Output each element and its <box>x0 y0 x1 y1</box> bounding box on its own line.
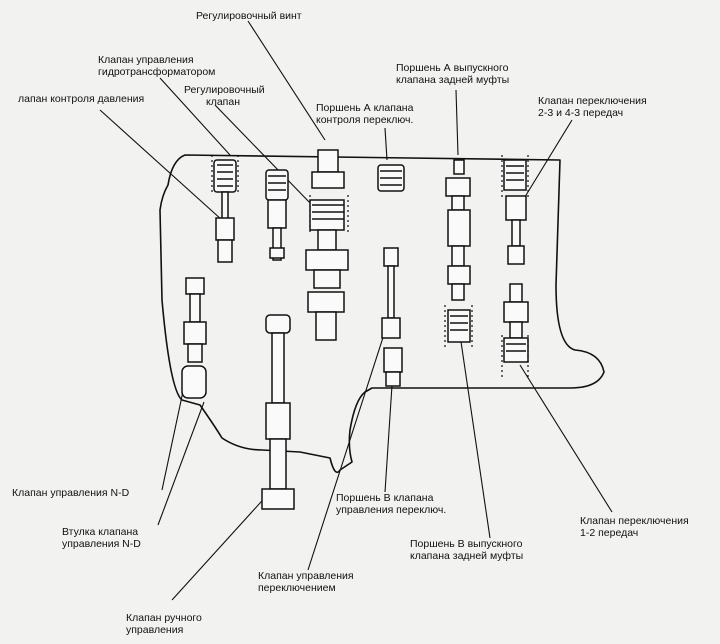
label-shift-valve-2-3: Клапан переключения 2-3 и 4-3 передач <box>538 95 647 119</box>
shift-control-piston-a-part <box>377 164 405 192</box>
label-nd-control-valve: Клапан управления N-D <box>12 487 130 499</box>
converter-valve-part <box>265 169 289 261</box>
leader-manual-valve <box>171 491 271 601</box>
valve-body-outline <box>159 154 605 474</box>
label-manual-valve: Клапан ручного управления <box>126 612 202 636</box>
leader-regulator-valve <box>214 104 313 206</box>
leader-nd-sleeve <box>157 401 205 526</box>
leader-adjust-screw <box>247 20 326 141</box>
shift-control-valve-part <box>381 247 403 387</box>
manual-valve-part <box>261 314 295 510</box>
regulator-valve-part <box>305 149 349 341</box>
rear-clutch-exhaust-valve-part <box>445 159 471 343</box>
leader-exhaust-piston-a <box>455 89 459 156</box>
label-shift-control-piston-a: Поршень А клапана контроля переключ. <box>316 102 414 126</box>
leader-pressure-control <box>99 109 223 221</box>
leader-converter-valve <box>159 77 231 156</box>
leader-shift-piston-b <box>384 369 394 493</box>
pressure-control-valve-part <box>213 159 237 263</box>
label-adjust-screw: Регулировочный винт <box>196 10 302 22</box>
leader-exhaust-piston-b <box>459 334 491 539</box>
leader-shift-control-valve <box>307 321 389 571</box>
leader-shift-piston-a <box>384 127 388 161</box>
leader-shift-valve-23 <box>519 119 573 206</box>
label-shift-valve-1-2: Клапан переключения 1-2 передач <box>580 515 689 539</box>
label-nd-valve-sleeve: Втулка клапана управления N-D <box>62 526 141 550</box>
label-rear-clutch-exhaust-piston-b: Поршень В выпускного клапана задней муфт… <box>410 538 524 562</box>
nd-control-valve-part <box>181 277 207 399</box>
leader-shift-valve-12 <box>519 364 613 513</box>
label-regulator-valve: Регулировочный клапан <box>184 84 265 108</box>
label-converter-valve: Клапан управления гидротрансформатором <box>98 54 216 78</box>
label-shift-control-valve: Клапан управления переключением <box>258 570 354 594</box>
label-rear-clutch-exhaust-piston-a: Поршень А выпускного клапана задней муфт… <box>396 62 510 86</box>
spring-dots-2 <box>309 195 349 235</box>
shift-valve-12-part <box>503 283 529 363</box>
label-shift-control-piston-b: Поршень В клапана управления переключ. <box>336 492 447 516</box>
label-pressure-control-valve: лапан контроля давления <box>18 93 145 105</box>
shift-valve-23-part <box>503 159 527 265</box>
spring-dots-1 <box>211 155 239 195</box>
